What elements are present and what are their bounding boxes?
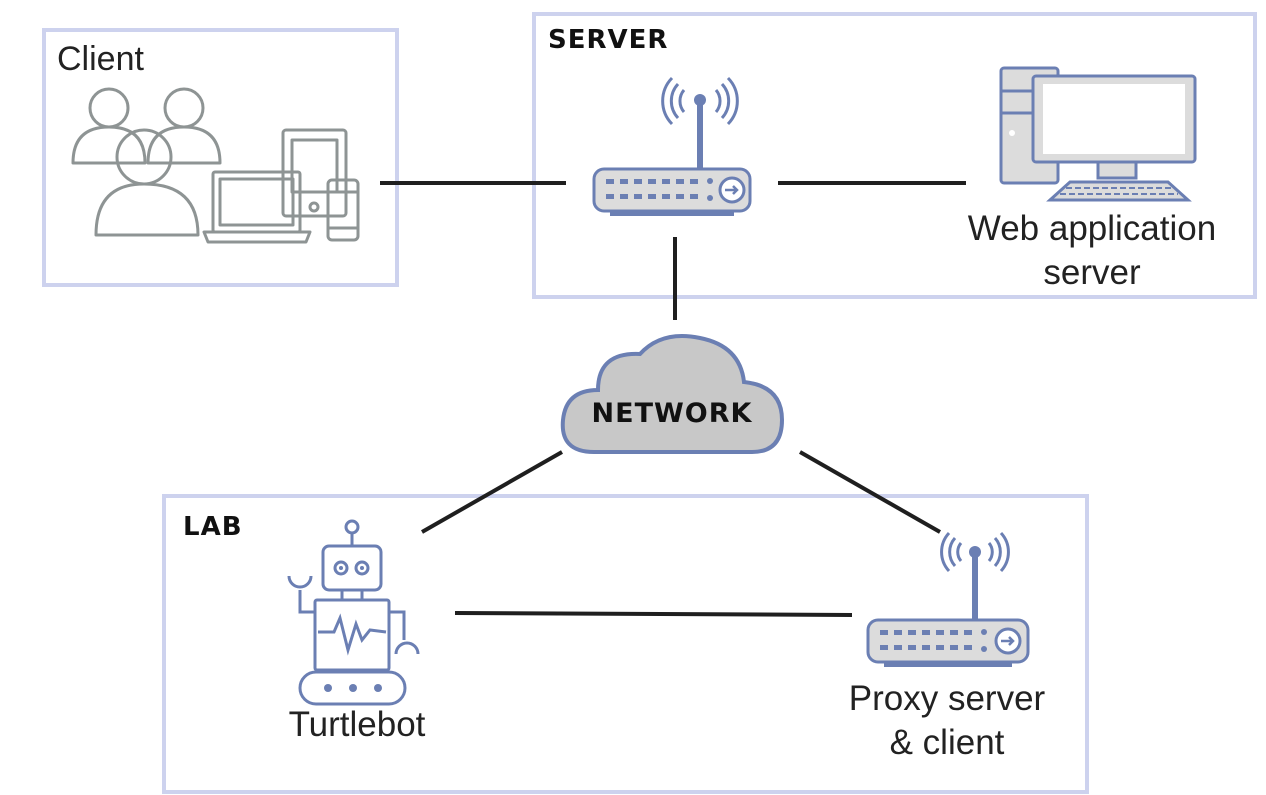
server-title: SERVER xyxy=(548,25,668,55)
proxy-label-line1: Proxy server xyxy=(849,679,1046,718)
network-label: NETWORK xyxy=(592,398,753,429)
desktop-computer-icon: Web application server xyxy=(968,66,1216,292)
server-group: SERVER xyxy=(532,12,1257,299)
robot-icon: Turtlebot xyxy=(287,519,426,744)
lab-title: LAB xyxy=(183,512,243,542)
client-title: Client xyxy=(57,40,144,78)
router-icon xyxy=(592,76,752,216)
web-server-label-line2: server xyxy=(1043,253,1141,292)
users-icon xyxy=(71,87,222,237)
proxy-router-icon: Proxy server & client xyxy=(849,531,1046,762)
devices-icon xyxy=(202,128,360,244)
lab-group: LAB xyxy=(162,494,1089,794)
link-turtlebot-proxy xyxy=(454,611,853,617)
turtlebot-label: Turtlebot xyxy=(289,705,426,744)
cloud-icon: NETWORK xyxy=(560,334,785,454)
web-server-label-line1: Web application xyxy=(968,209,1216,248)
connections xyxy=(380,181,966,617)
link-network-turtlebot xyxy=(421,450,563,534)
proxy-label-line2: & client xyxy=(890,723,1005,762)
link-network-proxy xyxy=(799,450,941,534)
client-group: Client xyxy=(42,28,399,287)
